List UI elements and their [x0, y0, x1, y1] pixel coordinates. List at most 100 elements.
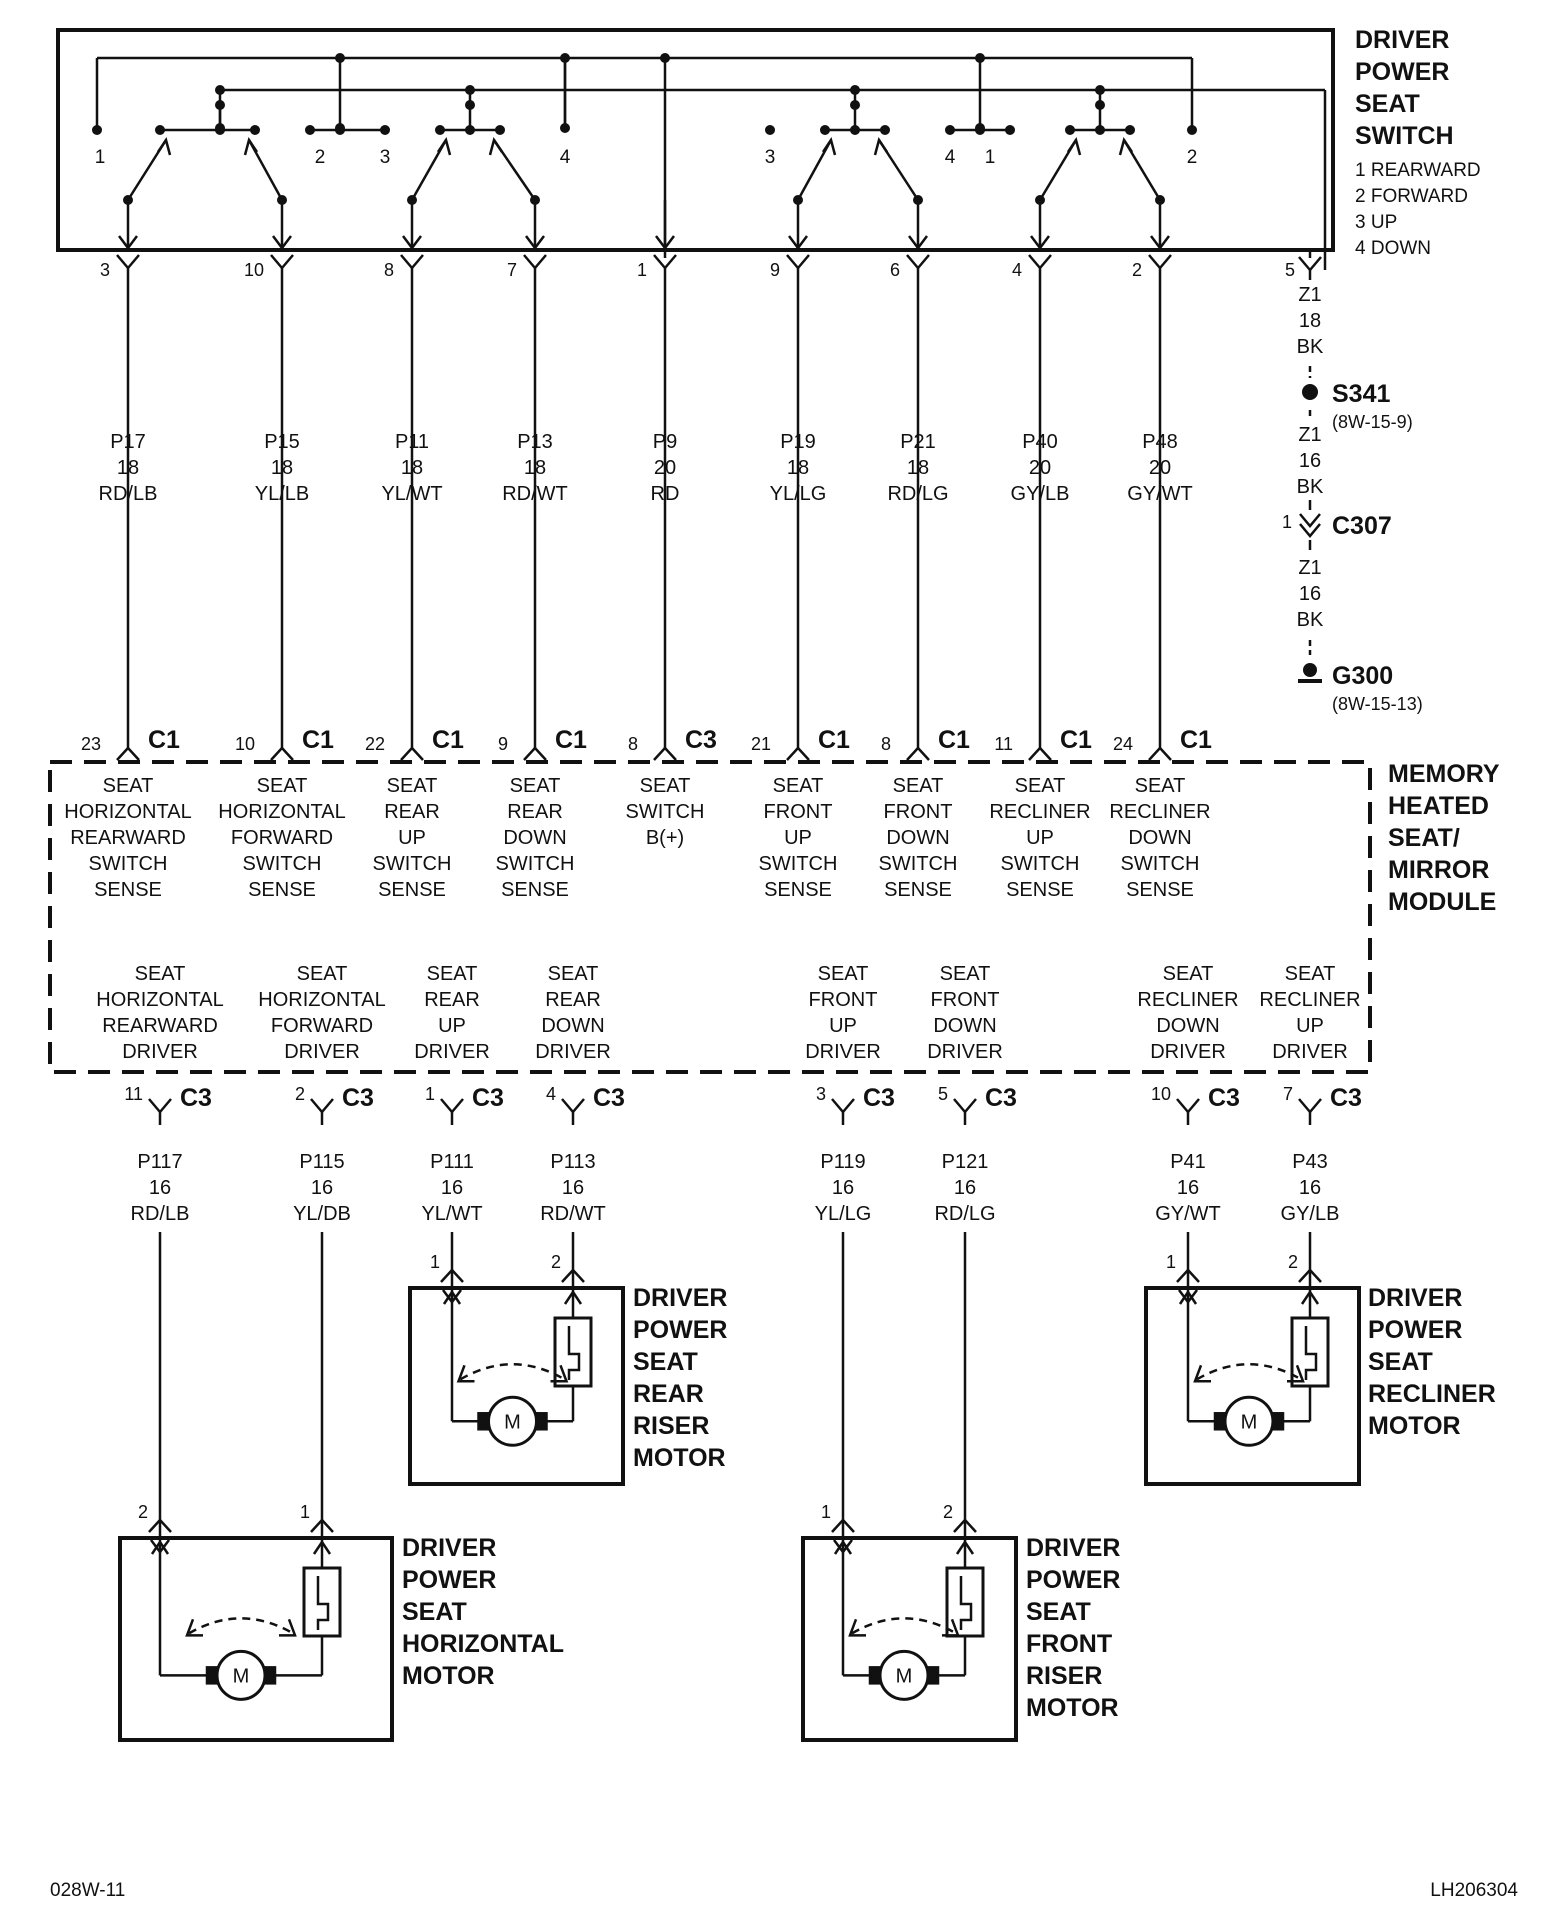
- wire-gauge: 16: [441, 1177, 463, 1199]
- module-function-label: SEAT: [297, 963, 348, 985]
- wire-id: Z1: [1298, 424, 1321, 446]
- switch-contact-label: 2: [315, 147, 326, 168]
- switch-pin-number: 6: [890, 260, 900, 280]
- wire-id: Z1: [1298, 557, 1321, 579]
- circuit-breaker-icon: [945, 1566, 985, 1638]
- switch-legend-line: 1 REARWARD: [1355, 160, 1481, 181]
- wire-id: P19: [780, 431, 816, 453]
- module-terminal: [523, 746, 547, 761]
- switch-legend-line: 4 DOWN: [1355, 238, 1431, 259]
- motor-internal-arrow: [1300, 1289, 1320, 1305]
- motor-terminal: [1298, 1268, 1322, 1283]
- motor-internal-arrow: [1178, 1289, 1198, 1305]
- switch-contact-label: 3: [765, 147, 776, 168]
- module-function-label: UP: [398, 827, 426, 849]
- wire-color: RD/WT: [502, 483, 568, 505]
- switch-contact: [1095, 125, 1105, 135]
- module-function-label: SEAT: [548, 963, 599, 985]
- module-title-line: MEMORY: [1388, 760, 1500, 788]
- wire-id: P41: [1170, 1151, 1206, 1173]
- switch-pin-number: 7: [507, 260, 517, 280]
- module-pin-number: 23: [81, 734, 101, 754]
- motor-title-line: MOTOR: [402, 1662, 495, 1690]
- module-function-label: HORIZONTAL: [64, 801, 191, 823]
- switch-contact: [250, 125, 260, 135]
- wire-color: RD/LG: [887, 483, 948, 505]
- wire-color: RD/LB: [99, 483, 158, 505]
- module-function-label: DOWN: [933, 1015, 996, 1037]
- switch-legend-line: 2 FORWARD: [1355, 186, 1468, 207]
- rotation-arrowhead: [185, 1618, 203, 1637]
- module-terminal: [400, 746, 424, 761]
- motor-title-line: POWER: [402, 1566, 496, 1594]
- switch-output-arrow: [402, 235, 422, 251]
- rotation-arrowhead: [942, 1618, 960, 1637]
- motor-internal-arrow: [442, 1289, 462, 1305]
- wire-id: P13: [517, 431, 553, 453]
- wire-color: RD/LG: [934, 1203, 995, 1225]
- wire-id: P9: [653, 431, 677, 453]
- module-terminal: [116, 746, 140, 761]
- module-function-label: RECLINER: [1259, 989, 1360, 1011]
- module-function-label: FRONT: [931, 989, 1000, 1011]
- module-function-label: RECLINER: [989, 801, 1090, 823]
- module-function-label: B(+): [646, 827, 684, 849]
- rotation-arrow-icon: [1196, 1363, 1302, 1381]
- rotation-arrowhead: [848, 1618, 866, 1637]
- module-function-label: UP: [784, 827, 812, 849]
- switch-pin-number: 3: [100, 260, 110, 280]
- wire-color: YL/LG: [770, 483, 827, 505]
- wire-gauge: 18: [787, 457, 809, 479]
- circuit-breaker-element: [1304, 1326, 1318, 1380]
- module-pin-number: 10: [1151, 1084, 1171, 1104]
- wire-color: YL/WT: [381, 483, 442, 505]
- module-function-label: SWITCH: [243, 853, 322, 875]
- module-function-label: SEAT: [135, 963, 186, 985]
- module-function-label: SEAT: [940, 963, 991, 985]
- module-title-line: HEATED: [1388, 792, 1489, 820]
- module-function-label: SEAT: [387, 775, 438, 797]
- switch-wiper-arrow: [1066, 137, 1082, 156]
- rotation-arrowhead: [456, 1364, 475, 1383]
- module-terminal: [310, 1098, 334, 1114]
- switch-contact: [305, 125, 315, 135]
- module-terminal: [1298, 1098, 1322, 1114]
- module-terminal: [270, 746, 294, 761]
- switch-output-arrow: [788, 235, 808, 251]
- switch-terminal: [523, 254, 547, 270]
- switch-pivot: [1035, 195, 1045, 205]
- module-function-label: SEAT: [427, 963, 478, 985]
- module-function-label: SWITCH: [496, 853, 575, 875]
- switch-contact-label: 4: [945, 147, 956, 168]
- module-function-label: SWITCH: [373, 853, 452, 875]
- junction-dot: [975, 53, 985, 63]
- motor-title-line: DRIVER: [402, 1534, 496, 1562]
- module-function-label: SEAT: [818, 963, 869, 985]
- module-pin-number: 2: [295, 1084, 305, 1104]
- switch-wiper-arrow: [436, 137, 452, 156]
- circuit-breaker-icon: [302, 1566, 342, 1638]
- module-pin-number: 9: [498, 734, 508, 754]
- switch-contact: [1005, 125, 1015, 135]
- motor-symbol: M: [233, 1665, 250, 1687]
- switch-pin-number: 10: [244, 260, 264, 280]
- circuit-breaker-icon: [1290, 1316, 1330, 1388]
- module-function-label: DRIVER: [1272, 1041, 1348, 1063]
- motor-symbol: M: [896, 1665, 913, 1687]
- junction-dot: [560, 123, 570, 133]
- module-terminal: [906, 746, 930, 761]
- motor-internal-arrow: [833, 1539, 853, 1555]
- module-function-label: REAR: [384, 801, 440, 823]
- module-pin-number: 21: [751, 734, 771, 754]
- switch-contact: [380, 125, 390, 135]
- wire-id: P17: [110, 431, 146, 453]
- motor-title-line: MOTOR: [633, 1444, 726, 1472]
- rotation-arrow-icon: [851, 1617, 957, 1635]
- junction-dot: [215, 85, 225, 95]
- switch-contact-label: 3: [380, 147, 391, 168]
- module-function-label: DOWN: [541, 1015, 604, 1037]
- module-connector-id: C3: [685, 726, 717, 754]
- switch-terminal: [786, 254, 810, 270]
- motor-terminal: [440, 1268, 464, 1283]
- switch-contact-label: 1: [95, 147, 106, 168]
